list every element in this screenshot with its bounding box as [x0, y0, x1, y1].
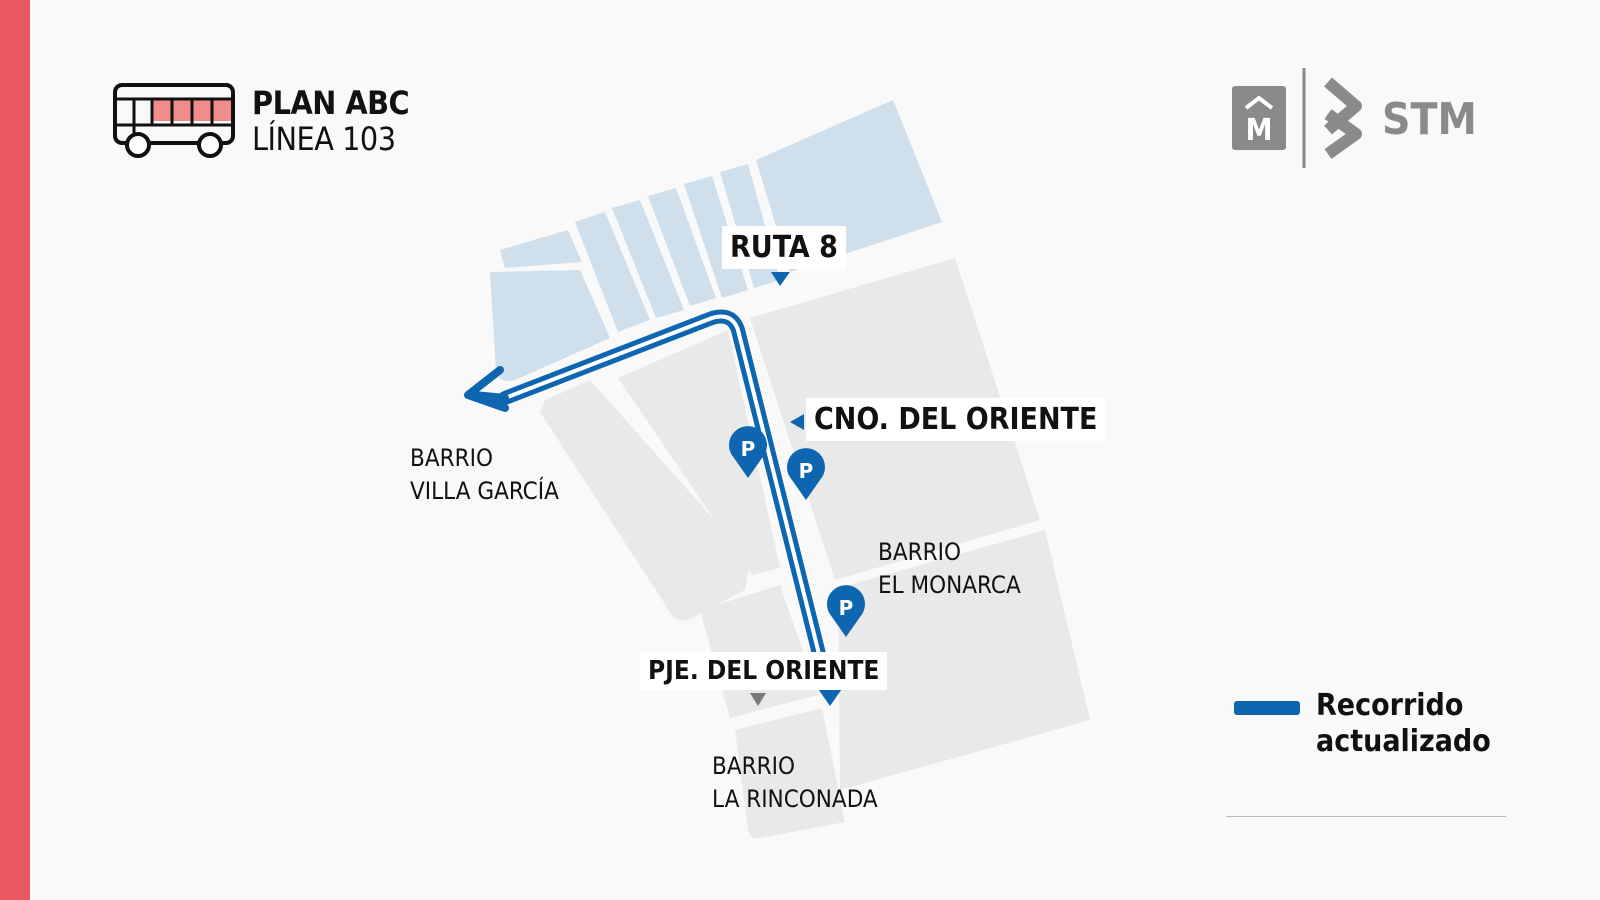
block [500, 230, 582, 268]
barrio-label-villa-garcia: BARRIO VILLA GARCÍA [410, 444, 559, 505]
legend: Recorrido actualizado [1234, 688, 1491, 760]
block [735, 708, 845, 839]
route-line [464, 309, 835, 697]
south-blocks [540, 258, 1090, 839]
pje-oriente-pointer-icon [750, 693, 766, 706]
cno-oriente-pointer-icon [790, 414, 804, 430]
header: PLAN ABC LÍNEA 103 [112, 82, 410, 160]
street-label-ruta-8: RUTA 8 [722, 226, 846, 269]
montevideo-logo: M [1232, 86, 1286, 150]
block [540, 380, 750, 621]
block [490, 270, 610, 381]
montevideo-letter: M [1246, 113, 1273, 148]
block [575, 212, 650, 332]
legend-label: Recorrido actualizado [1316, 688, 1491, 759]
block [612, 200, 684, 318]
stm-wordmark: STM [1382, 94, 1477, 145]
route-arrow-icon [464, 366, 509, 412]
barrio-label-la-rinconada: BARRIO LA RINCONADA [712, 752, 878, 813]
bus-icon [113, 83, 235, 158]
bus-stop-marker-icon[interactable]: P [787, 448, 825, 500]
svg-text:P: P [839, 596, 854, 620]
bus-stop-marker-icon[interactable]: P [826, 585, 865, 637]
block [838, 530, 1090, 790]
stm-logos: M STM [1232, 68, 1477, 168]
accent-bar [0, 0, 30, 900]
barrio-label-el-monarca: BARRIO EL MONARCA [878, 538, 1021, 599]
plan-title: PLAN ABC [252, 84, 410, 122]
legend-route-swatch [1234, 701, 1300, 715]
svg-text:P: P [799, 459, 814, 483]
street-label-pje-oriente: PJE. DEL ORIENTE [640, 652, 888, 690]
stm-chevron-icon [1324, 77, 1362, 159]
ruta-8-pointer-icon [771, 272, 790, 286]
svg-text:P: P [741, 437, 756, 461]
bus-stop-marker-icon[interactable]: P [729, 426, 768, 478]
street-label-cno-oriente: CNO. DEL ORIENTE [806, 398, 1106, 441]
block [648, 188, 716, 306]
line-title: LÍNEA 103 [252, 120, 396, 158]
legend-divider [1226, 816, 1506, 817]
block [618, 330, 780, 575]
